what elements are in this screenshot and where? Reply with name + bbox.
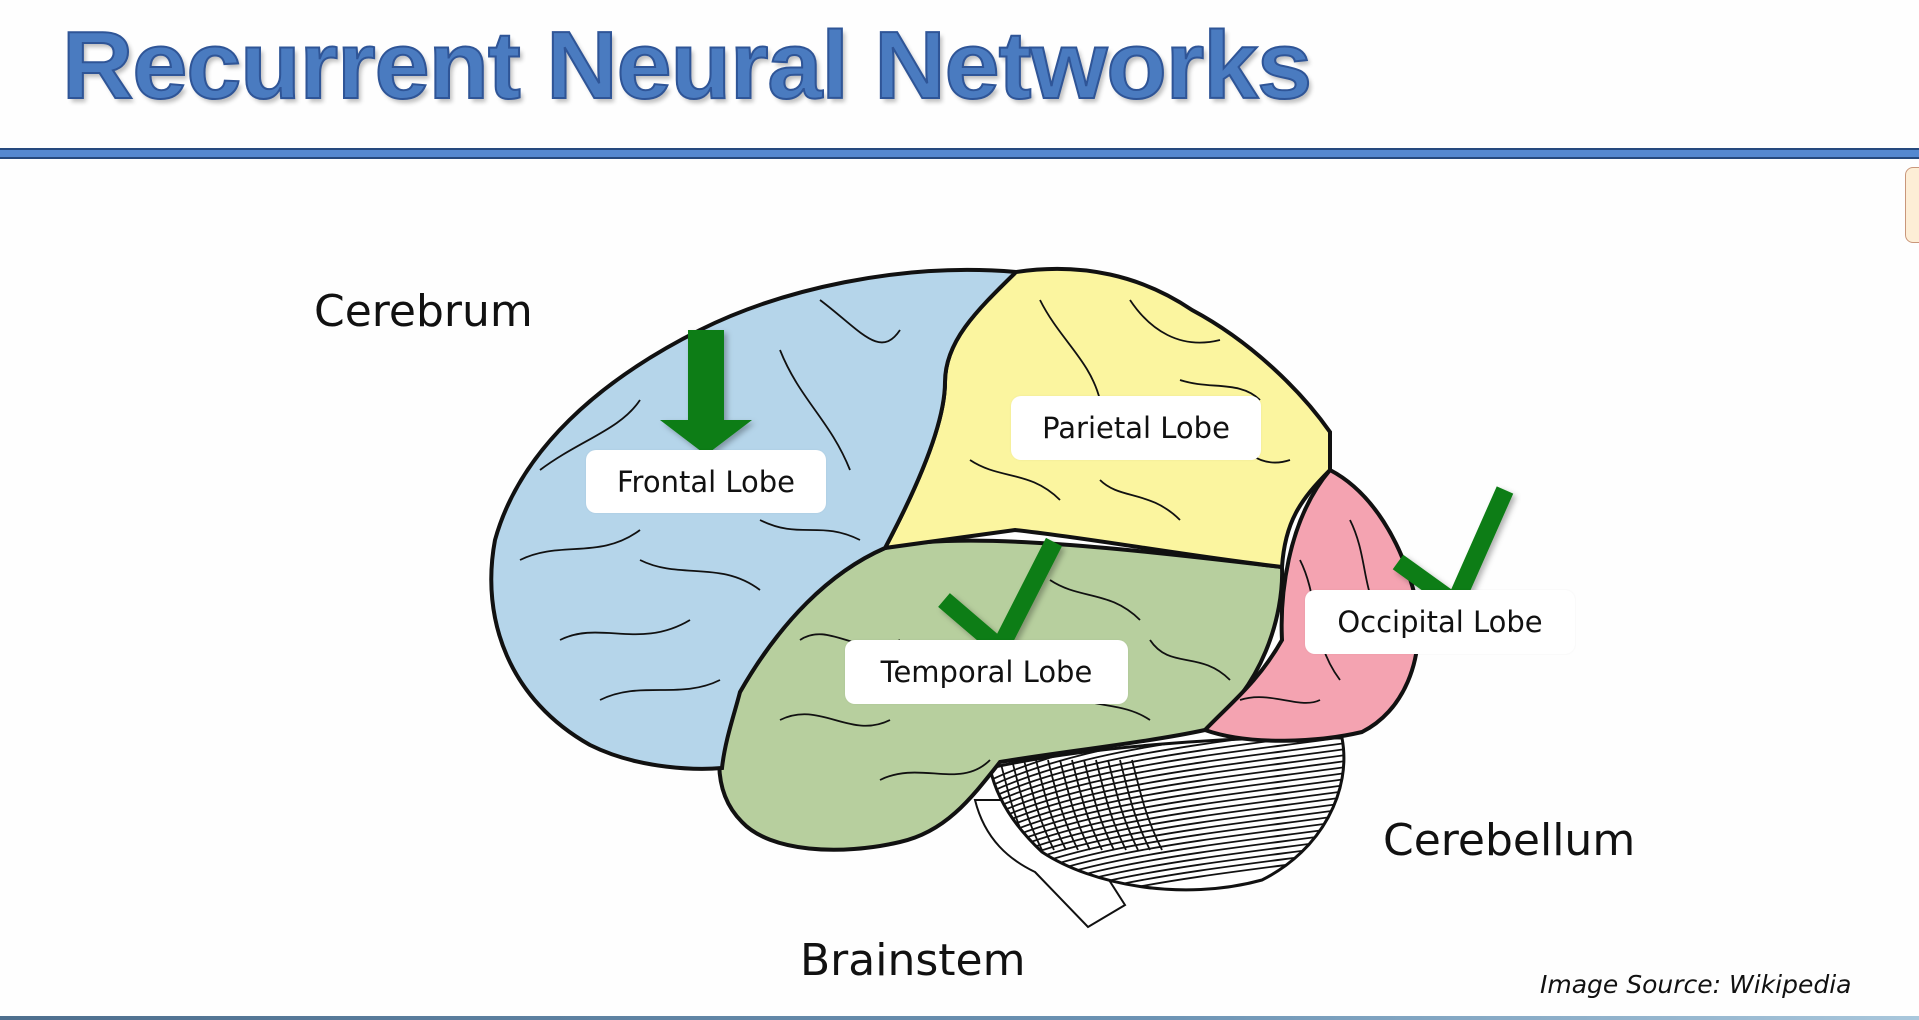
gyrus-line: [599, 679, 721, 701]
cerebellum-stripe: [1035, 759, 1067, 851]
gyrus-line: [539, 399, 641, 471]
cerebellum-stripe: [990, 764, 1344, 846]
cerebellum-shape: [988, 736, 1346, 892]
slide-title: Recurrent Neural Networks: [61, 12, 1313, 119]
gyrus-line: [819, 299, 901, 344]
cerebellum-stripe: [990, 758, 1344, 840]
brainstem-label: Brainstem: [800, 935, 1026, 986]
gyrus-line: [969, 459, 1061, 501]
cerebrum-label: Cerebrum: [314, 286, 533, 337]
frontal-down-arrow-icon: [660, 330, 752, 455]
bottom-divider: [0, 1016, 1919, 1020]
cerebellum-stripe: [1083, 759, 1115, 851]
cerebellum-stripe: [990, 737, 1344, 804]
cerebellum-stripe: [1047, 759, 1079, 851]
gyrus-line: [879, 759, 991, 781]
gyrus-line: [1099, 479, 1181, 521]
cerebellum-stripe: [990, 740, 1344, 822]
cerebellum-stripe: [990, 830, 1344, 890]
cerebellum-stripe: [990, 746, 1344, 828]
gyrus-line: [559, 619, 691, 641]
gyrus-line: [1179, 379, 1261, 401]
cerebellum-stripe: [1095, 759, 1127, 851]
scroll-handle[interactable]: [1905, 167, 1919, 243]
cerebellum-stripe: [990, 836, 1344, 890]
cerebellum-stripe: [990, 737, 1344, 810]
gyrus-line: [519, 529, 641, 561]
gyrus-line: [1239, 696, 1321, 704]
gyrus-line: [779, 713, 891, 727]
gyrus-line: [1149, 639, 1231, 681]
occipital-lobe-label: Occipital Lobe: [1305, 590, 1575, 654]
cerebellum-stripe: [1059, 759, 1091, 851]
cerebellum-label: Cerebellum: [1383, 815, 1636, 866]
temporal-lobe-label: Temporal Lobe: [845, 640, 1128, 704]
title-divider: [0, 148, 1919, 159]
cerebellum-stripe: [1107, 759, 1139, 851]
cerebellum-stripe: [1071, 759, 1103, 851]
gyrus-line: [759, 519, 861, 541]
image-source-caption: Image Source: Wikipedia: [1540, 970, 1852, 999]
parietal-lobe-label: Parietal Lobe: [1011, 396, 1261, 460]
gyrus-line: [779, 349, 851, 471]
frontal-lobe-label: Frontal Lobe: [586, 450, 826, 513]
cerebellum-stripe: [1119, 759, 1151, 851]
gyrus-line: [1129, 299, 1221, 344]
cerebellum-stripe: [1023, 759, 1055, 851]
gyrus-line: [1049, 579, 1141, 621]
cerebellum-stripe: [990, 752, 1344, 834]
gyrus-line: [1039, 299, 1101, 401]
cerebellum-stripe: [990, 737, 1344, 786]
cerebellum-stripe: [1131, 759, 1163, 851]
cerebellum-stripe: [990, 737, 1344, 798]
gyrus-line: [639, 559, 761, 591]
cerebellum-stripe: [1011, 759, 1043, 851]
